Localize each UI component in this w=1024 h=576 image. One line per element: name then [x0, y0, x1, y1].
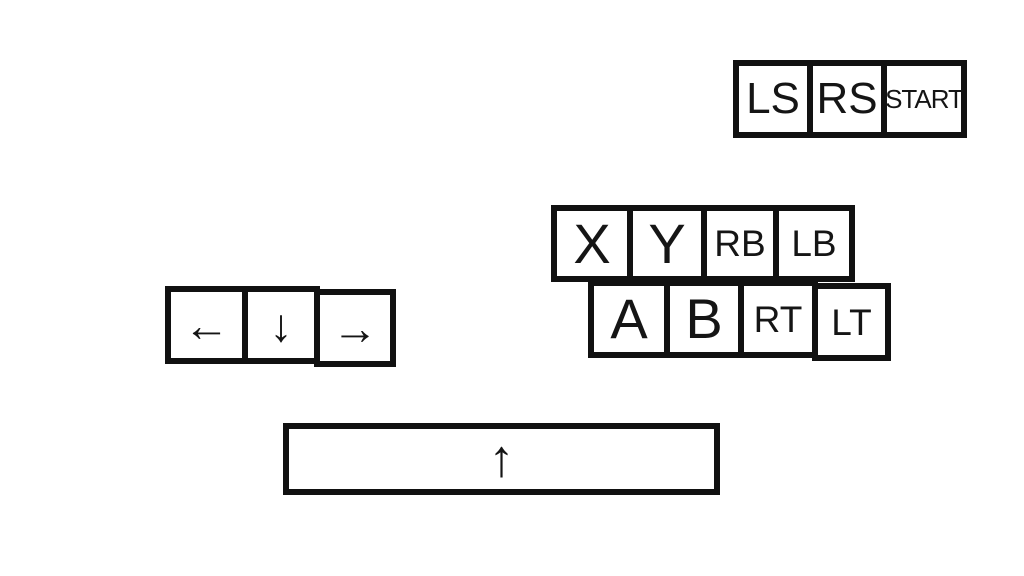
face-buttons-bottom-row: A B RT LT	[588, 280, 891, 361]
key-dpad-left[interactable]: ←	[165, 286, 248, 364]
dpad-arrows-row: ← ↓ →	[165, 286, 396, 367]
key-start[interactable]: START	[881, 60, 967, 138]
right-arrow-icon: →	[332, 302, 378, 354]
key-a[interactable]: A	[588, 280, 670, 358]
key-x[interactable]: X	[551, 205, 633, 282]
key-dpad-right[interactable]: →	[314, 289, 396, 367]
system-buttons-row: LS RS START	[733, 60, 967, 138]
key-dpad-up-spacebar[interactable]: ↑	[283, 423, 720, 495]
face-buttons-top-row: X Y RB LB	[551, 205, 855, 282]
key-start-label: START	[885, 84, 964, 114]
up-arrow-icon: ↑	[488, 430, 515, 488]
key-lb[interactable]: LB	[773, 205, 855, 282]
key-dpad-down[interactable]: ↓	[242, 286, 320, 364]
key-y-label: Y	[648, 211, 686, 275]
key-rt-label: RT	[753, 298, 803, 340]
key-rb-label: RB	[714, 223, 766, 264]
key-b[interactable]: B	[664, 280, 744, 358]
key-b-label: B	[685, 287, 723, 350]
key-rs[interactable]: RS	[807, 60, 887, 138]
key-x-label: X	[573, 211, 611, 275]
key-ls[interactable]: LS	[733, 60, 813, 138]
down-arrow-icon: ↓	[269, 299, 293, 351]
key-rb[interactable]: RB	[701, 205, 779, 282]
key-rt[interactable]: RT	[738, 280, 818, 358]
key-y[interactable]: Y	[627, 205, 707, 282]
key-rs-label: RS	[816, 74, 878, 123]
left-arrow-icon: ←	[183, 299, 230, 351]
key-lt[interactable]: LT	[812, 283, 891, 361]
key-a-label: A	[610, 287, 648, 350]
key-ls-label: LS	[746, 74, 800, 123]
key-lb-label: LB	[791, 223, 837, 264]
key-lt-label: LT	[831, 301, 872, 343]
